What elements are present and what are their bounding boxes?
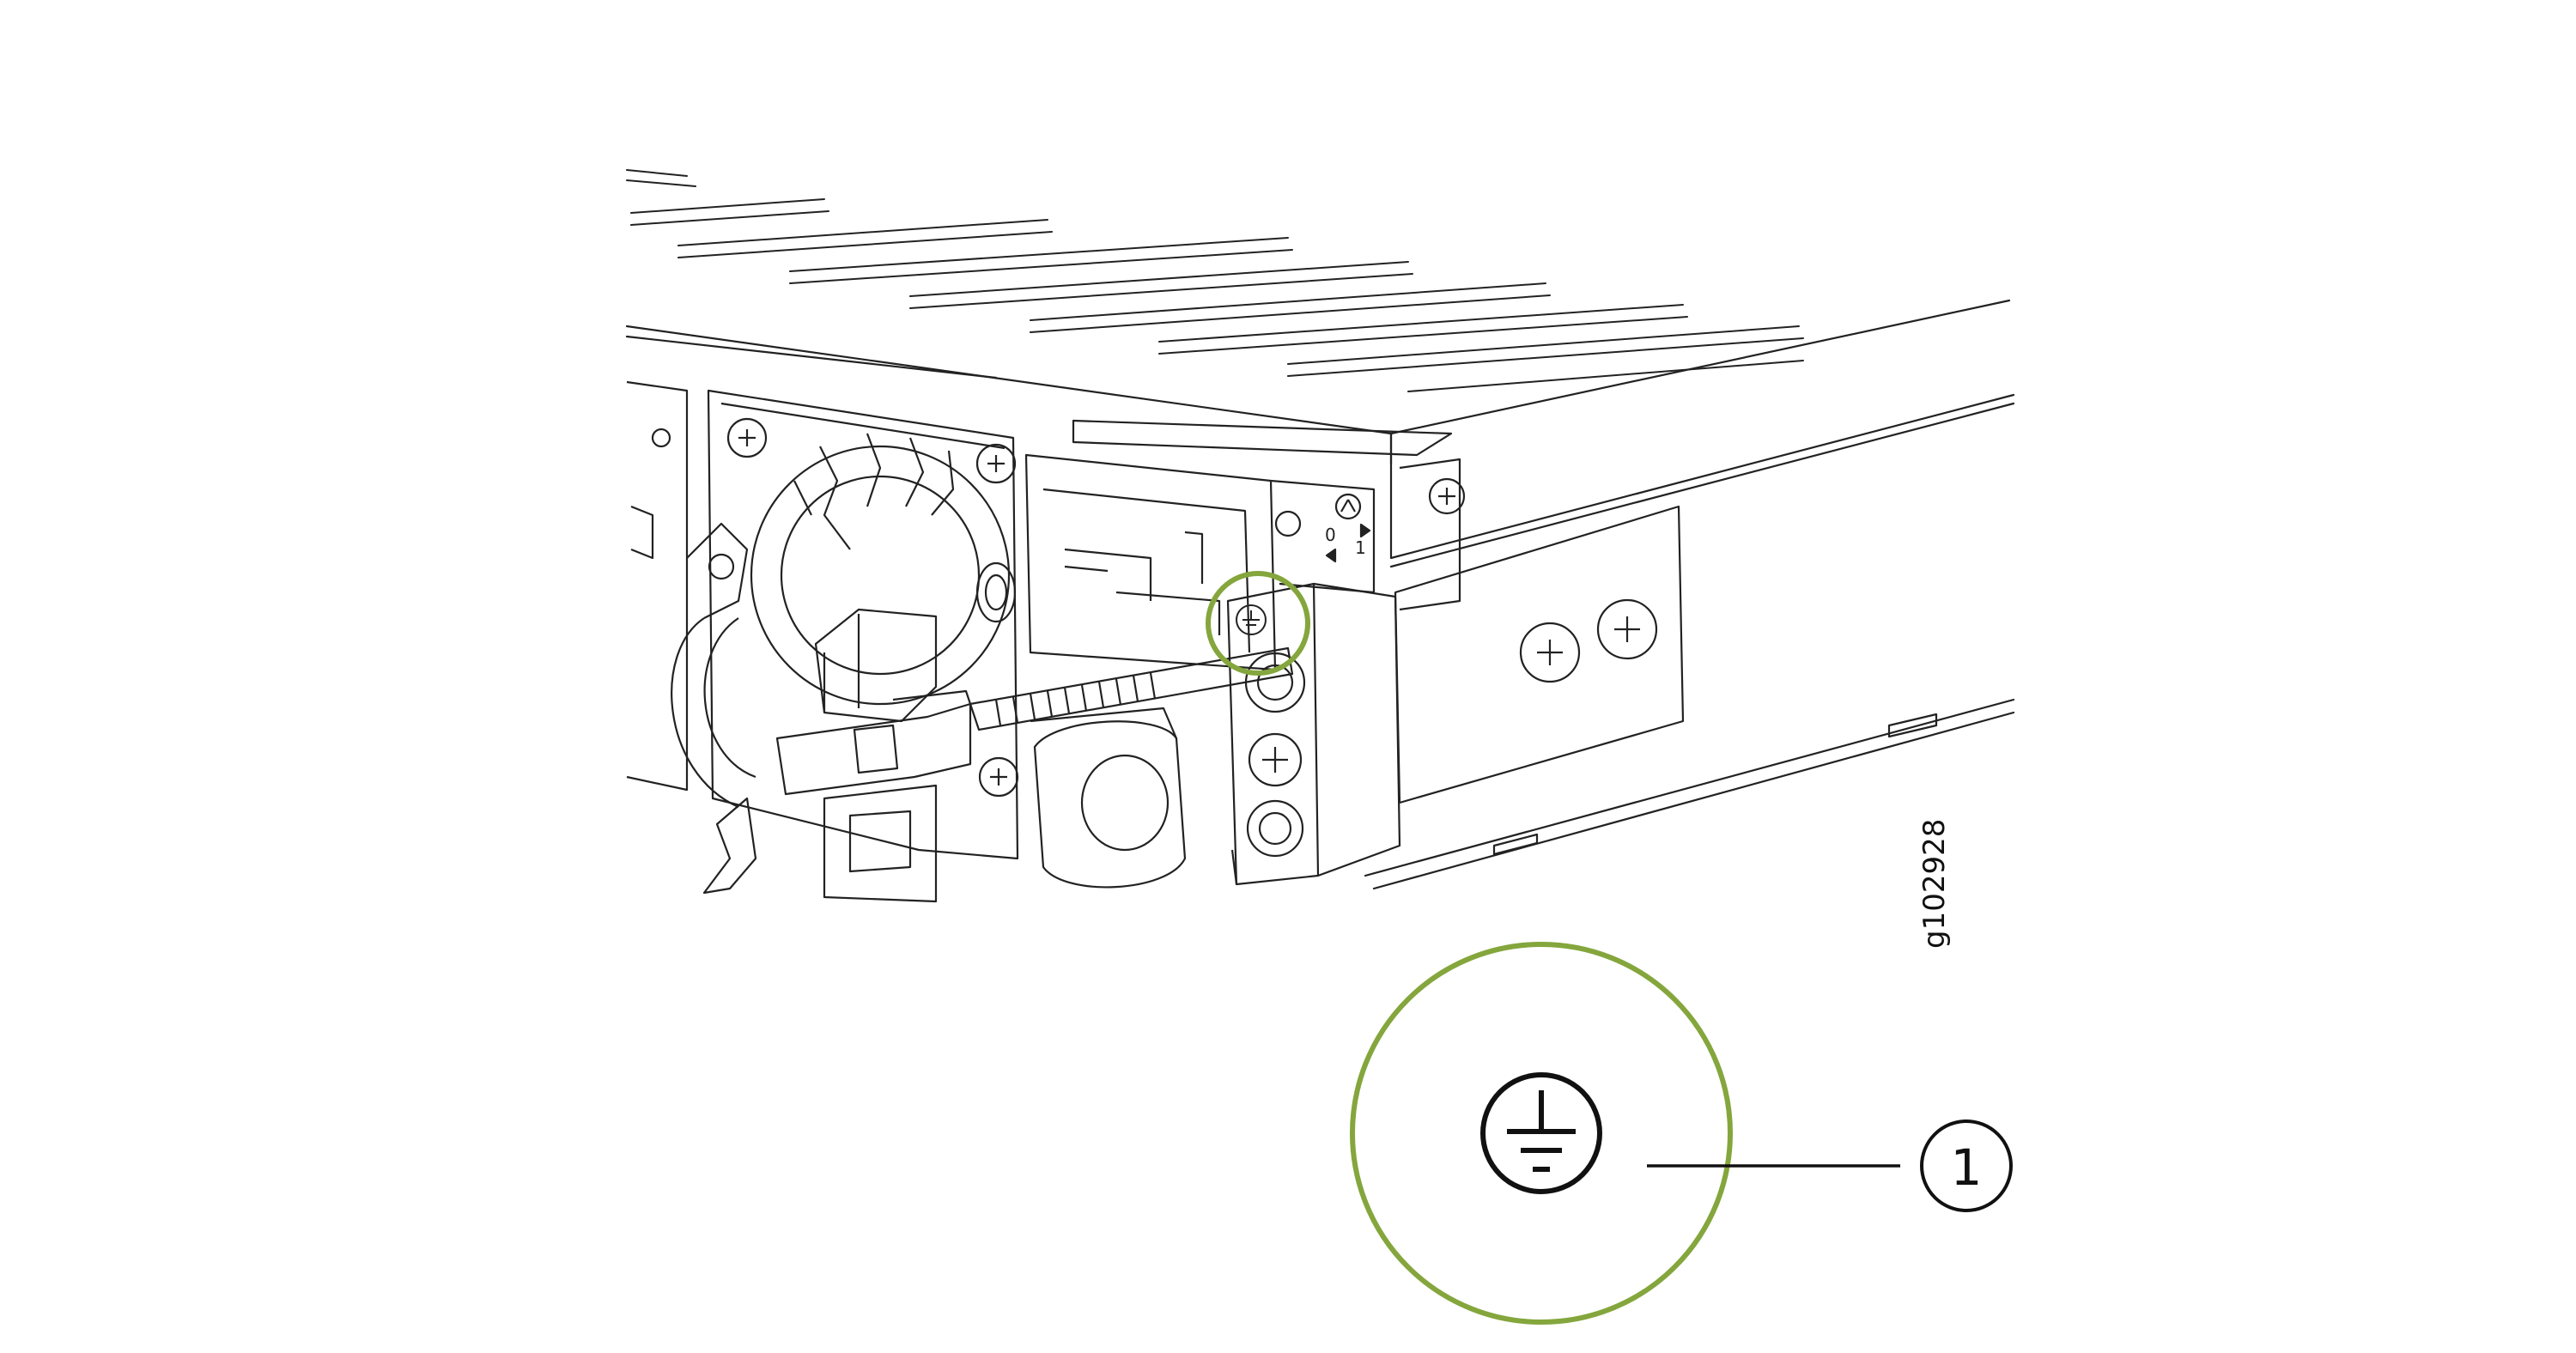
chassis-side-bottom-inner [1372, 711, 2015, 890]
chassis-side-lower-edge [1389, 402, 2015, 568]
zip-tie-head [775, 702, 972, 796]
faceplate-screw [975, 443, 1017, 484]
callout-number: 1 [1951, 1138, 1983, 1197]
side-bracket-plate [1394, 505, 1685, 804]
top-vents [626, 169, 1804, 392]
chassis-side-panel [1389, 393, 2015, 560]
figure-id-label: g102928 [1917, 819, 1952, 949]
side-slot [1887, 713, 1938, 738]
psu-front [626, 380, 1685, 903]
chassis-top-edge [625, 299, 2011, 435]
bracket-screw [1596, 598, 1658, 660]
cable-clip [671, 522, 1294, 903]
switch-label-on: 1 [1355, 537, 1366, 558]
chassis-screw [1428, 477, 1466, 515]
faceplate-screw [978, 756, 1019, 798]
protective-earth-ground-icon [1480, 1072, 1602, 1194]
bracket-screw [1519, 622, 1581, 683]
small-ground-symbol-icon [1236, 604, 1267, 635]
switch-label-off: 0 [1325, 525, 1336, 545]
callout-magnifier-ring [1350, 942, 1733, 1325]
chassis [625, 299, 2015, 890]
faceplate-screw [726, 417, 768, 458]
ground-screw [1248, 732, 1303, 787]
ground-highlight-ring [1206, 571, 1310, 676]
power-switch-panel [1270, 479, 1376, 594]
chassis-side-bottom [1364, 698, 2015, 877]
cable-boot [1030, 707, 1187, 889]
ground-lug-bracket [1226, 582, 1401, 886]
fan [750, 433, 1011, 706]
power-switch-icon [1334, 493, 1362, 520]
chassis-top-far-edge [625, 335, 998, 379]
callout-number-badge [1920, 1119, 2013, 1212]
fan-faceplate [707, 389, 1019, 860]
zip-tie-strap [969, 646, 1294, 731]
side-slot-2 [1492, 833, 1539, 856]
